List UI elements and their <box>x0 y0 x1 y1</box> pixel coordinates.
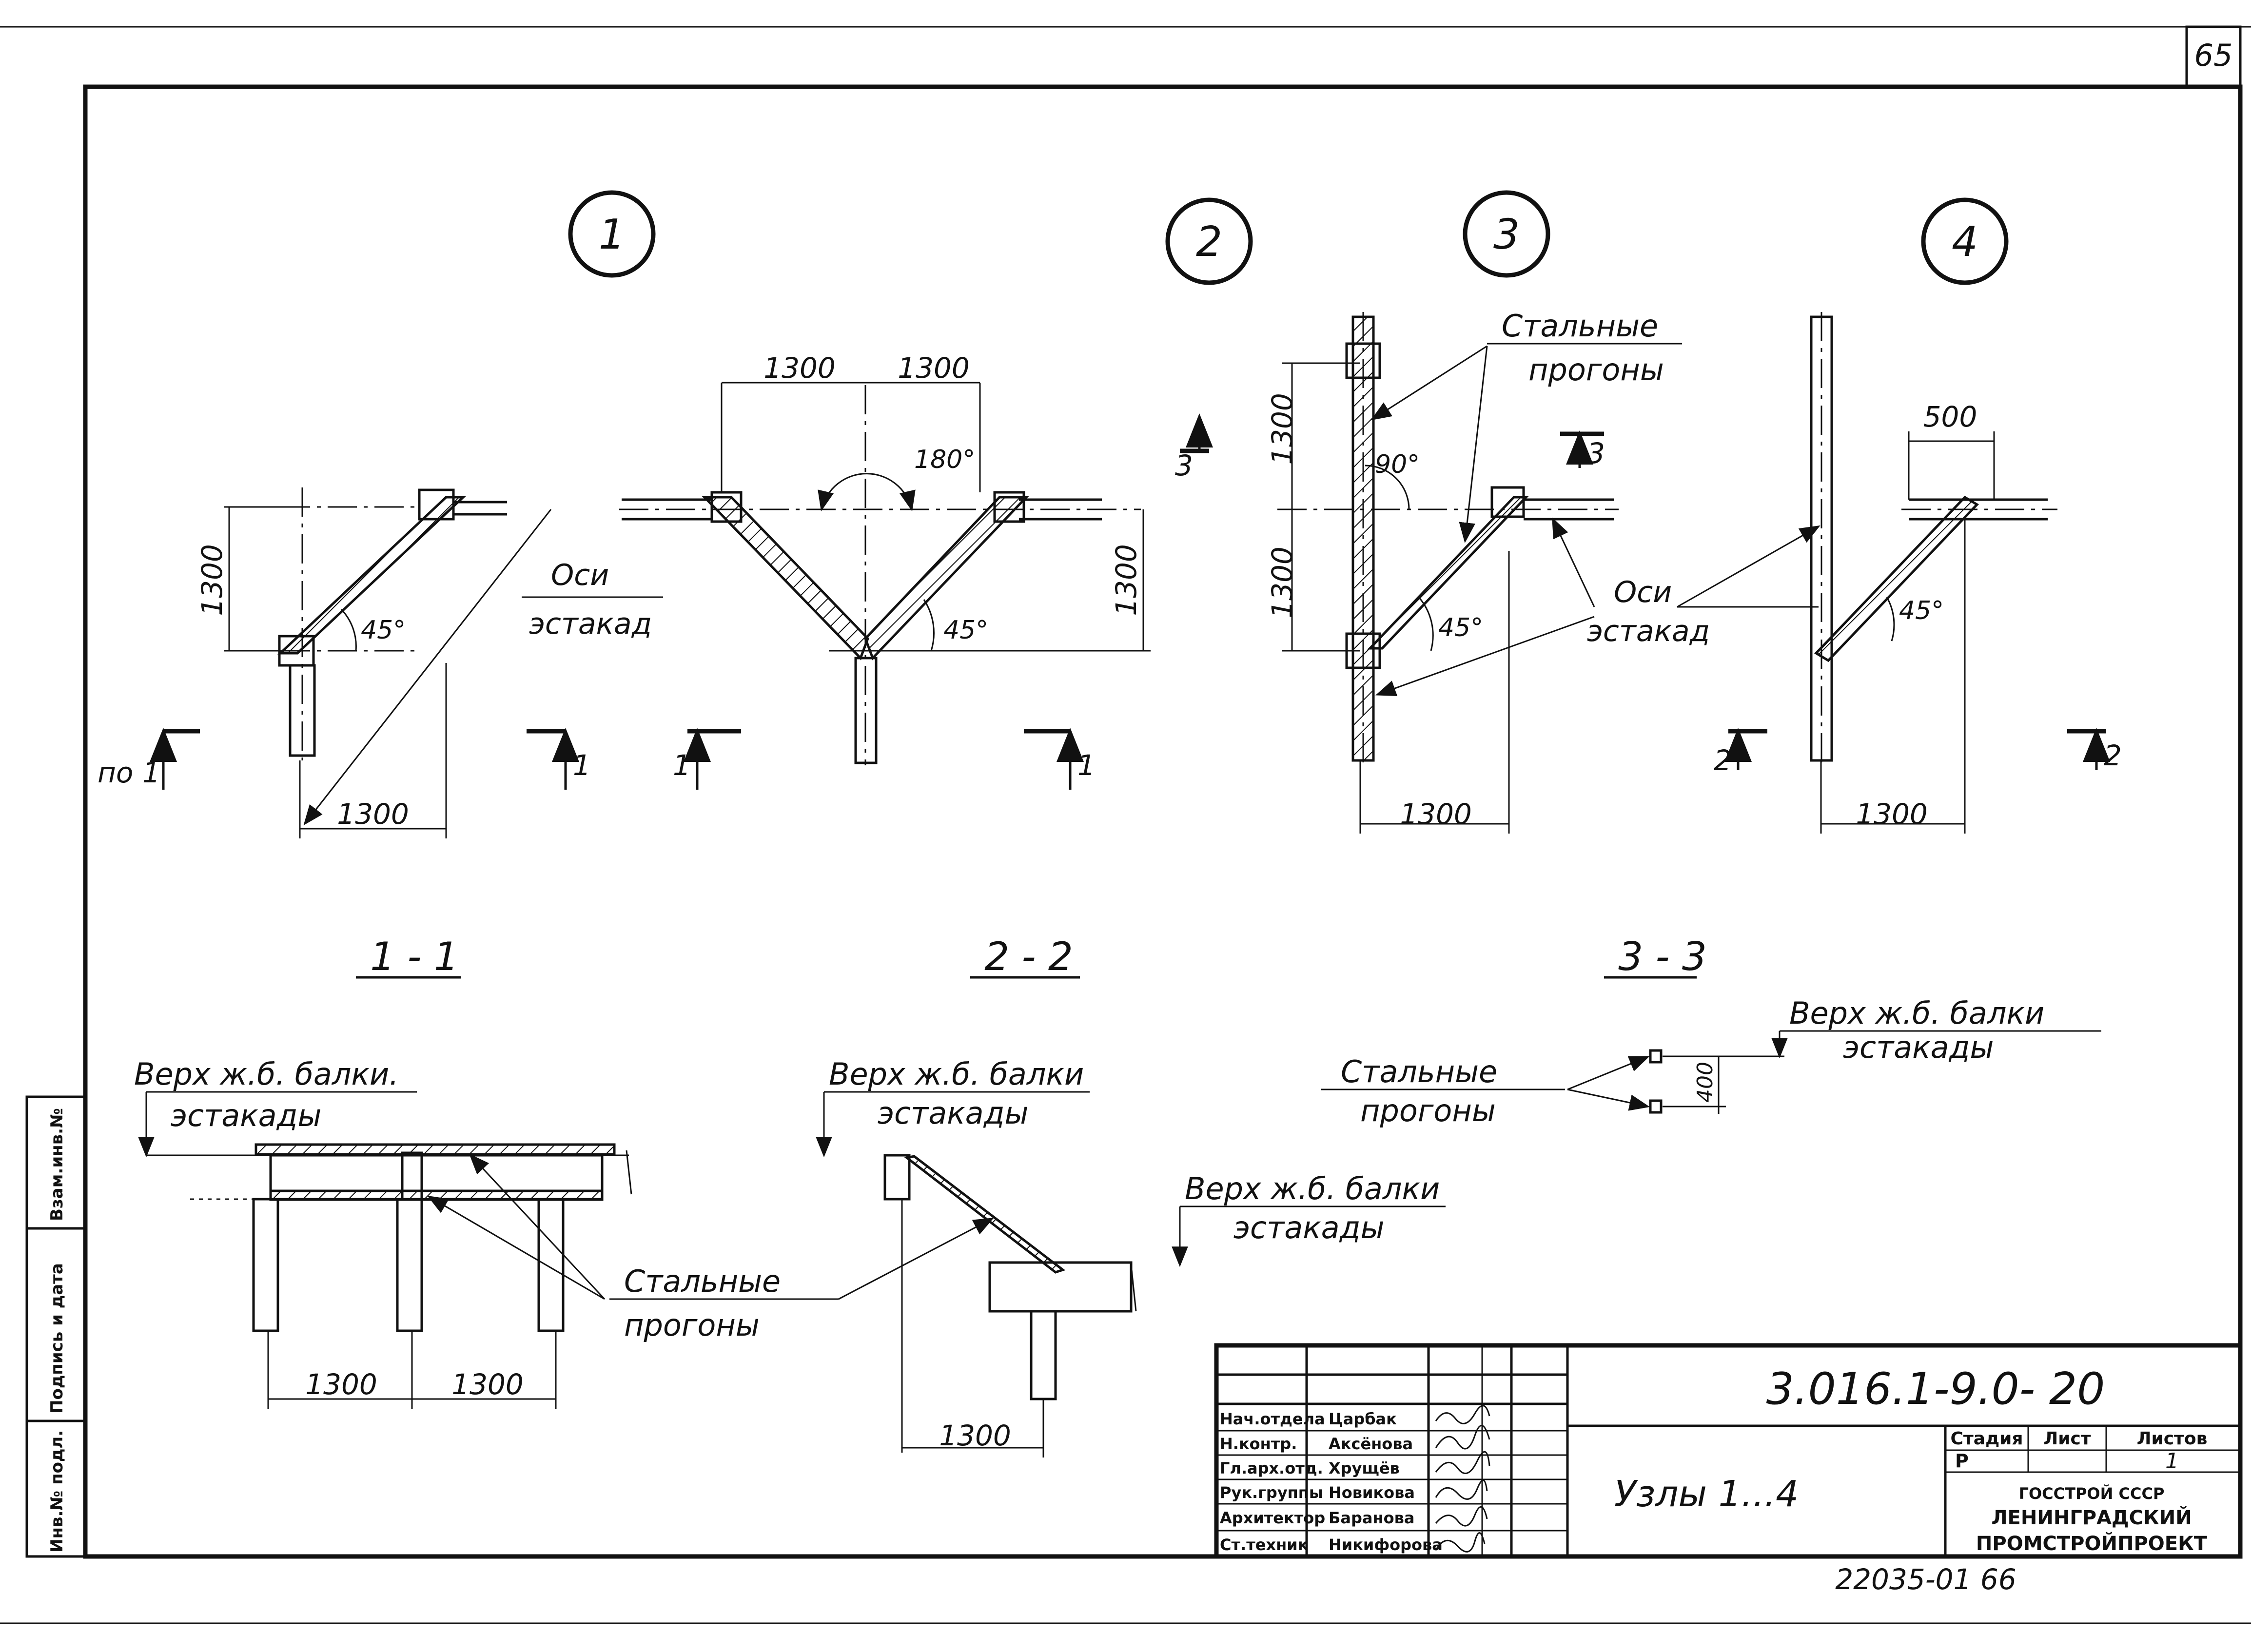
node-3-axes-bottom: эстакад <box>1587 614 1710 648</box>
sec3-purlins-top: Стальные <box>1341 1054 1497 1089</box>
sec1-beam-top: Верх ж.б. балки. <box>134 1056 399 1092</box>
tb-staff-name-4: Новикова <box>1329 1483 1415 1502</box>
tb-org-3: ПРОМСТРОЙПРОЕКТ <box>1976 1532 2208 1555</box>
node-4-angle-45: 45° <box>1899 596 1944 625</box>
section-mark-3a: 3 <box>1175 449 1193 482</box>
sec3-beam-bottom: эстакады <box>1843 1030 1994 1065</box>
tb-staff-role-1: Нач.отдела <box>1220 1410 1325 1428</box>
tb-sheet-header: Лист <box>2043 1429 2091 1449</box>
side-stamp: Инв.№ подл. Подпись и дата Взам.инв.№ <box>25 1095 87 1558</box>
sec2-beam-top: Верх ж.б. балки <box>829 1056 1084 1092</box>
node-1-label: 1 <box>599 211 625 259</box>
node-1-dim-1300-v: 1300 <box>196 544 229 616</box>
node-3-angle-45: 45° <box>1438 613 1483 642</box>
node-2-dim-1300-a: 1300 <box>763 351 836 385</box>
sec1-dim-1300-a: 1300 <box>305 1368 377 1401</box>
tb-staff-role-3: Гл.арх.отд. <box>1220 1459 1323 1477</box>
node-4-marker: 4 <box>1921 197 2009 285</box>
node-4-dim-500: 500 <box>1923 400 1977 433</box>
sec2-beam2-top: Верх ж.б. балки <box>1185 1171 1440 1206</box>
tb-staff-role-6: Ст.техник <box>1220 1535 1309 1554</box>
node-3-purlins-bottom: прогоны <box>1528 352 1664 388</box>
node-2-marker: 2 <box>1165 197 1253 285</box>
node-1-axes-top: Оси <box>551 558 609 592</box>
node-2-angle-45: 45° <box>943 616 988 645</box>
node-3-dim-1300-h: 1300 <box>1400 797 1472 831</box>
section-3-3-drawing: Стальные прогоны 400 Верх ж.б. балки эст… <box>1321 995 2101 1128</box>
tb-staff-role-2: Н.контр. <box>1220 1435 1297 1453</box>
sec1-dim-1300-b: 1300 <box>451 1368 524 1401</box>
section-mark-1c: 1 <box>1077 749 1096 782</box>
section-3-3-title: 3 - 3 <box>1618 934 1707 979</box>
tb-staff-role-4: Рук.группы <box>1220 1483 1323 1502</box>
node-3-angle-90: 90° <box>1375 450 1420 479</box>
sec3-beam-top: Верх ж.б. балки <box>1789 995 2044 1031</box>
sec1-beam-bottom: эстакады <box>171 1098 322 1133</box>
node-2-label: 2 <box>1196 218 1222 266</box>
node-3-axes-top: Оси <box>1614 575 1672 609</box>
node-3-label: 3 <box>1493 211 1520 259</box>
tb-code: 3.016.1-9.0- 20 <box>1766 1363 2105 1415</box>
node-1-drawing: 1300 45° 1300 Оси эстакад по 1 1 <box>98 487 663 838</box>
tb-org-1: ГОССТРОЙ СССР <box>2019 1484 2165 1503</box>
sec1-purlins-top: Стальные <box>624 1263 781 1299</box>
section-mark-3b: 3 <box>1587 437 1605 470</box>
sec2-beam2-bottom: эстакады <box>1233 1210 1385 1245</box>
node-2-angle-180: 180° <box>914 445 975 474</box>
tb-staff-name-3: Хрущёв <box>1329 1459 1400 1477</box>
node-2-dim-1300-v: 1300 <box>1110 544 1143 616</box>
tb-staff-name-6: Никифорова <box>1329 1535 1443 1554</box>
node-1-angle-45: 45° <box>361 616 406 645</box>
side-stamp-inv: Инв.№ подл. <box>47 1430 67 1553</box>
node-4-label: 4 <box>1952 218 1978 266</box>
section-mark-1a: 1 <box>573 749 591 782</box>
node-3-purlins-top: Стальные <box>1502 308 1658 344</box>
node-3-dim-1300-a: 1300 <box>1266 393 1299 465</box>
node-1-axes-bottom: эстакад <box>529 607 652 641</box>
side-stamp-replace: Взам.инв.№ <box>47 1108 67 1221</box>
bottom-number: 22035-01 66 <box>1835 1563 2016 1596</box>
sec3-dim-400: 400 <box>1693 1062 1718 1103</box>
node-2-dim-1300-b: 1300 <box>898 351 970 385</box>
section-mark-1b: 1 <box>673 749 691 782</box>
tb-staff-name-1: Царбак <box>1329 1410 1397 1428</box>
tb-stage: Р <box>1955 1450 1969 1472</box>
node-3-marker: 3 <box>1463 190 1550 278</box>
node-3-drawing: 3 1300 1300 90° 45° 1300 Стальные прогон… <box>1175 308 1820 834</box>
page-number: 65 <box>2194 38 2233 73</box>
section-mark-po1: по 1 <box>98 756 160 789</box>
tb-name: Узлы 1...4 <box>1614 1473 1799 1515</box>
sec2-dim-1300: 1300 <box>939 1419 1011 1452</box>
tb-staff-name-2: Аксёнова <box>1329 1435 1413 1453</box>
sec2-beam-bottom: эстакады <box>878 1095 1029 1131</box>
node-1-dim-1300-h: 1300 <box>337 797 409 831</box>
section-mark-2a: 2 <box>1714 744 1732 777</box>
node-4-drawing: 500 45° 1300 2 2 <box>1714 312 2122 834</box>
tb-stage-header: Стадия <box>1951 1429 2023 1449</box>
tb-sheets: 1 <box>2165 1449 2179 1474</box>
tb-signatures <box>1435 1405 1490 1553</box>
node-1-marker: 1 <box>568 190 656 278</box>
tb-staff-role-5: Архитектор <box>1220 1509 1325 1527</box>
tb-staff-name-5: Баранова <box>1329 1509 1414 1527</box>
node-3-dim-1300-b: 1300 <box>1266 546 1299 619</box>
title-block: Нач.отдела Царбак Н.контр. Аксёнова Гл.а… <box>1214 1343 2243 1559</box>
sec1-purlins-bottom: прогоны <box>624 1307 760 1343</box>
node-4-dim-1300-h: 1300 <box>1856 797 1928 831</box>
section-2-2-title: 2 - 2 <box>984 934 1073 979</box>
section-1-1-drawing: Верх ж.б. балки. эстакады 1300 1300 Стал… <box>134 1056 994 1409</box>
section-mark-2b: 2 <box>2104 739 2122 772</box>
tb-sheets-header: Листов <box>2137 1429 2208 1449</box>
node-2-drawing: 1300 1300 180° 45° 1300 1 1 <box>619 351 1151 790</box>
side-stamp-sign: Подпись и дата <box>47 1263 67 1414</box>
sheet-frame <box>0 25 2251 1624</box>
section-1-1-title: 1 - 1 <box>370 934 459 979</box>
tb-org-2: ЛЕНИНГРАДСКИЙ <box>1991 1506 2192 1529</box>
section-2-2-drawing: Верх ж.б. балки эстакады 1300 Верх ж.б. … <box>816 1056 1446 1458</box>
sec3-purlins-bottom: прогоны <box>1360 1093 1496 1128</box>
